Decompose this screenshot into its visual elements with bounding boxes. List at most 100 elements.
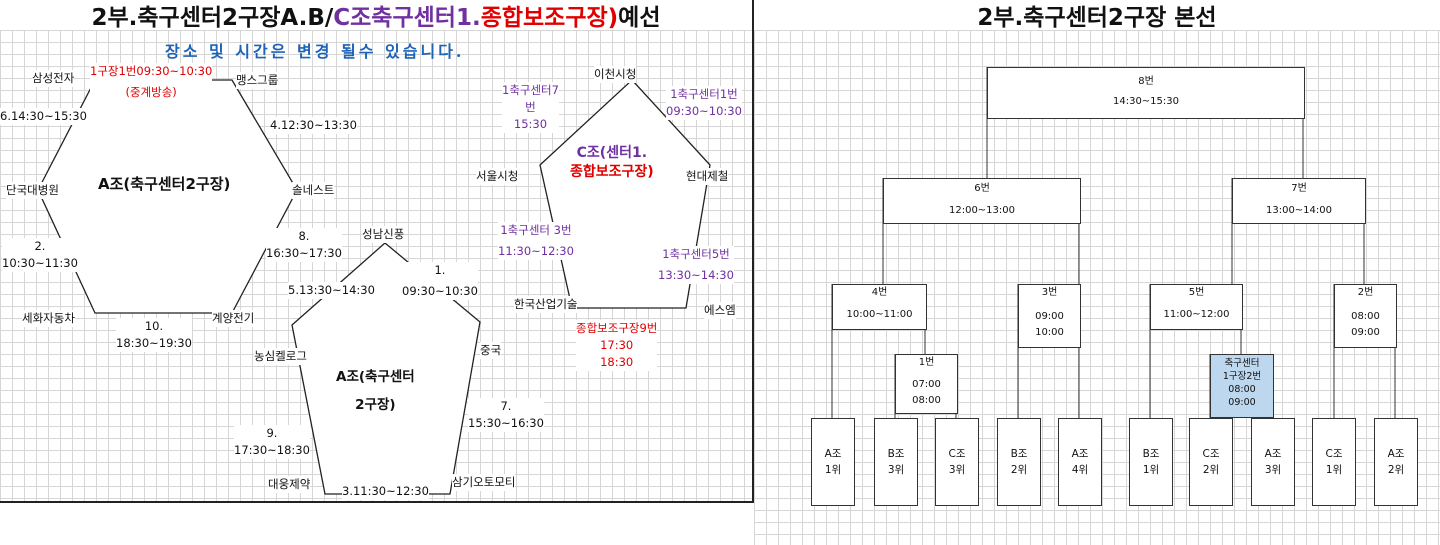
group-c-match9-line1: 종합보조구장9번	[576, 321, 658, 335]
group-c-match3-time: 1축구센터 3번 11:30~12:30	[498, 222, 574, 260]
team-seed-rank: 2위	[1010, 464, 1028, 476]
team-seed-box: B조 3위	[874, 418, 918, 506]
left-title-part4: 예선	[618, 5, 661, 31]
group-a-match10-line1: 10.	[144, 319, 164, 333]
match-box-final: 8번 14:30~15:30	[987, 67, 1305, 119]
team-seed-rank: 1위	[1142, 464, 1160, 476]
group-c-match7-line1: 1축구센터7	[502, 83, 559, 97]
group-a-match6-time: 6.14:30~15:30	[0, 108, 87, 125]
schedule-change-notice: 장소 및 시간은 변경 될수 있습니다.	[165, 42, 465, 61]
match-box-qf2: 2번 08:00 09:00	[1334, 284, 1397, 348]
team-seed-group: B조	[887, 448, 905, 460]
match-qf4-time: 10:00~11:00	[846, 309, 913, 320]
team-sm: 에스엠	[704, 302, 736, 319]
match-box-r1: 1번 07:00 08:00	[895, 354, 958, 414]
group-c-match1-time: 1축구센터1번 09:30~10:30	[666, 86, 742, 120]
group-a-match10-time: 10. 18:30~19:30	[116, 318, 192, 352]
team-seed-rank: 3위	[948, 464, 966, 476]
team-samki-automotive: 삼기오토모티	[452, 474, 516, 491]
group-c-match1-line2: 09:30~10:30	[666, 104, 742, 118]
group-c-match5-line2: 13:30~14:30	[658, 268, 734, 282]
group-a-title: A조(축구센터2구장)	[98, 175, 231, 193]
group-a-match1-time: 1구장1번09:30~10:30 (중계방송)	[90, 63, 213, 101]
team-seed-rank: 3위	[1264, 464, 1282, 476]
team-sehwa-auto: 세화자동차	[22, 310, 75, 327]
group-c-match1-line1: 1축구센터1번	[670, 87, 738, 101]
group-b-match7-time: 7. 15:30~16:30	[468, 398, 544, 432]
group-b-match9-time: 9. 17:30~18:30	[234, 425, 310, 459]
team-seed-box: A조 3위	[1251, 418, 1295, 506]
match-r2-title2: 1구장2번	[1222, 371, 1262, 382]
team-dankook-hospital: 단국대병원	[6, 182, 59, 199]
team-seed-rank: 4위	[1071, 464, 1089, 476]
team-nongshim-kellogg: 농심켈로그	[254, 348, 307, 365]
group-a-match2-time: 2. 10:30~11:30	[2, 238, 78, 272]
team-seed-group: A조	[1071, 448, 1089, 460]
match-qf4-title: 4번	[871, 287, 888, 298]
team-seed-rank: 1위	[1325, 464, 1343, 476]
match-qf2-title: 2번	[1357, 287, 1374, 298]
team-icheon-city: 이천시청	[594, 66, 637, 83]
match-box-qf5: 5번 11:00~12:00	[1150, 284, 1243, 330]
group-a-match1-line1: 1구장1번09:30~10:30	[90, 64, 213, 78]
match-qf5-time: 11:00~12:00	[1163, 309, 1230, 320]
group-b-match5-time: 5.13:30~14:30	[288, 282, 375, 299]
group-c-title: C조(센터1. 종합보조구장)	[570, 144, 654, 182]
group-a-match2-line1: 2.	[34, 239, 46, 253]
group-b-match1-line2: 09:30~10:30	[402, 284, 478, 298]
team-seed-box: C조 2위	[1189, 418, 1233, 506]
team-gyeyang-electric: 계양전기	[212, 310, 255, 327]
match-qf5-title: 5번	[1188, 287, 1205, 298]
match-box-r2-highlighted: 축구센터 1구장2번 08:00 09:00	[1210, 354, 1274, 418]
group-c-match7-time: 1축구센터7 번 15:30	[502, 82, 559, 133]
group-c-match7-line2: 번	[525, 100, 536, 114]
group-stage-shapes	[37, 79, 711, 495]
match-r1-title: 1번	[918, 357, 935, 368]
group-c-match3-line1: 1축구센터 3번	[500, 223, 572, 237]
team-seed-box: B조 1위	[1129, 418, 1173, 506]
match-box-qf3: 3번 09:00 10:00	[1018, 284, 1081, 348]
team-seed-group: A조	[1264, 448, 1282, 460]
group-a-match1-line2: (중계방송)	[125, 85, 177, 99]
match-semi-right-title: 7번	[1291, 183, 1307, 194]
match-semi-right-time: 13:00~14:00	[1265, 205, 1332, 216]
right-section-title: 2부.축구센터2구장 본선	[754, 0, 1440, 31]
group-b-match7-line1: 7.	[500, 399, 512, 413]
team-seed-rank: 2위	[1387, 464, 1405, 476]
match-r2-time1: 08:00	[1228, 384, 1256, 395]
group-c-match3-line2: 11:30~12:30	[498, 244, 574, 258]
match-box-semi-right: 7번 13:00~14:00	[1232, 178, 1366, 224]
group-b-title-line2: 2구장)	[355, 397, 396, 413]
group-c-title-line1: C조(센터1.	[576, 145, 648, 161]
match-r2-title1: 축구센터	[1224, 358, 1260, 369]
team-seed-box: A조 4위	[1058, 418, 1102, 506]
group-b-title-line1: A조(축구센터	[336, 369, 415, 385]
group-a-match4-time: 4.12:30~13:30	[270, 117, 357, 134]
team-seed-rank: 2위	[1202, 464, 1220, 476]
group-a-match8-line2: 16:30~17:30	[266, 246, 342, 260]
team-seed-group: B조	[1142, 448, 1160, 460]
group-b-match1-line1: 1.	[434, 263, 446, 277]
group-b-match9-line1: 9.	[266, 426, 278, 440]
group-a-match8-line1: 8.	[298, 229, 310, 243]
team-seed-group: A조	[824, 448, 842, 460]
group-c-match7-line3: 15:30	[513, 117, 548, 131]
group-c-match9-line3: 18:30	[600, 355, 634, 369]
match-final-title: 8번	[1138, 76, 1154, 87]
left-title-part3: 종합보조구장)	[480, 5, 619, 31]
left-title-part2: C조축구센터1.	[333, 5, 481, 31]
team-seed-group: C조	[1202, 448, 1220, 460]
group-c-match5-line1: 1축구센터5번	[662, 247, 730, 261]
group-c-match9-line2: 17:30	[600, 338, 634, 352]
group-a-match8-time: 8. 16:30~17:30	[266, 228, 342, 262]
team-seed-rank: 3위	[887, 464, 905, 476]
group-a-match2-line2: 10:30~11:30	[2, 256, 78, 270]
match-r1-time1: 07:00	[912, 379, 941, 390]
match-semi-left-title: 6번	[974, 183, 990, 194]
team-solnest: 솔네스트	[292, 182, 335, 199]
team-hyundai-steel: 현대제철	[686, 168, 729, 185]
